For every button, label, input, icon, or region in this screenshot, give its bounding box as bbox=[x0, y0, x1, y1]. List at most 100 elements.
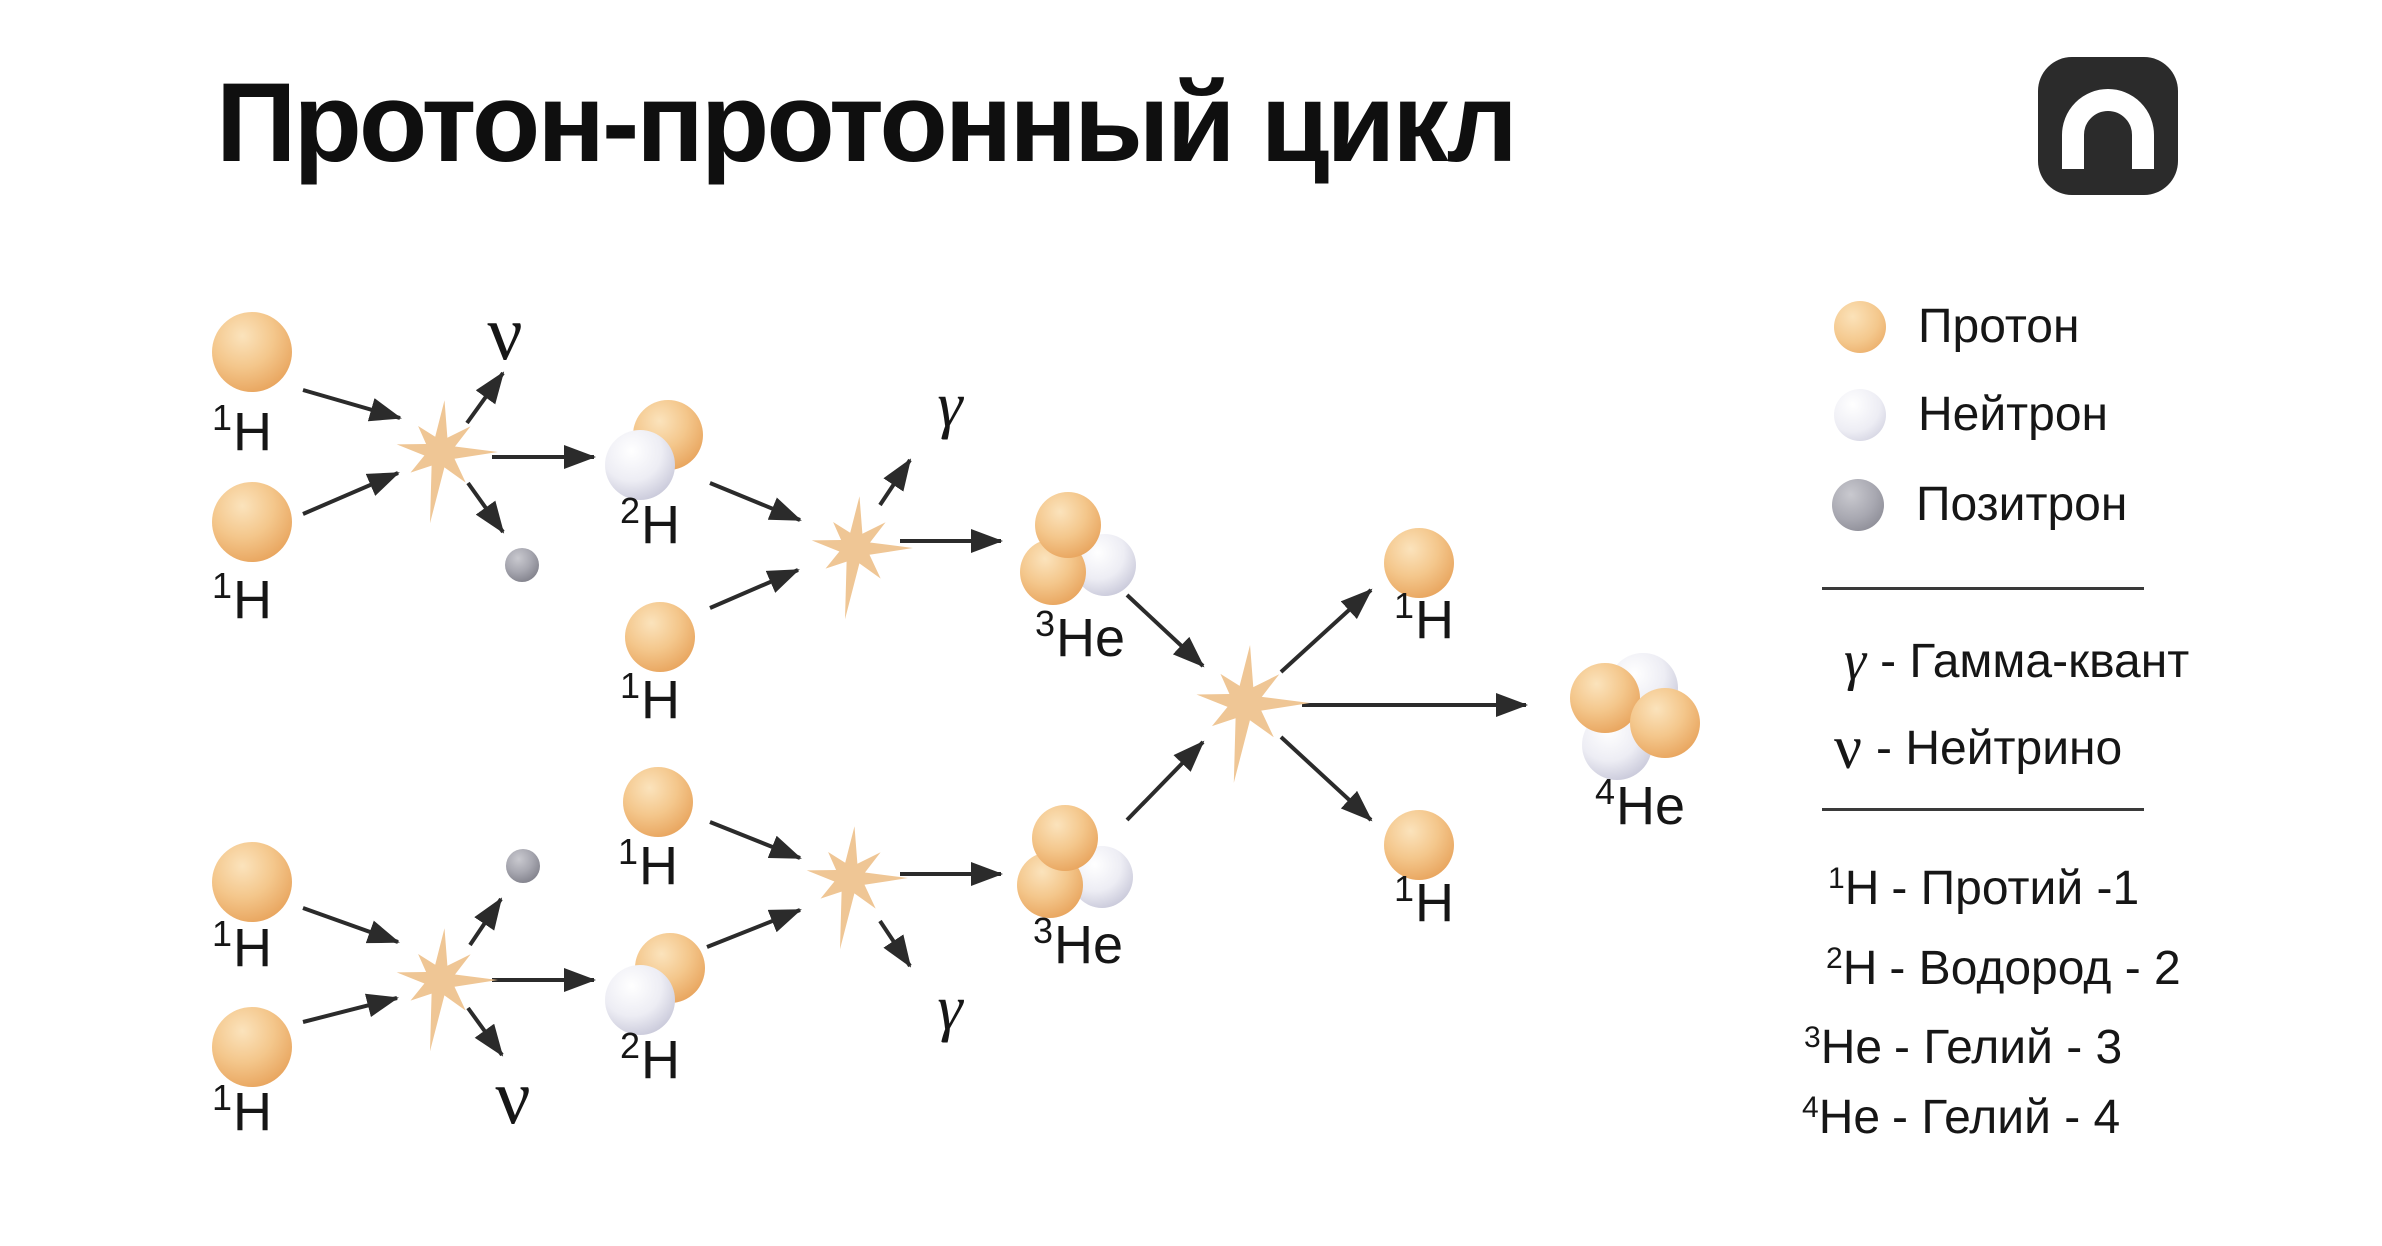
isotope-base: H bbox=[233, 1082, 273, 1142]
legend-item-label: - Гамма-квант bbox=[1880, 634, 2190, 688]
helium3-cluster bbox=[1017, 805, 1133, 918]
isotope-base: H bbox=[639, 836, 679, 896]
legend-item-neutrino: ν - Нейтрино bbox=[1834, 708, 2122, 788]
isotope-sup: 1 bbox=[211, 565, 233, 606]
isotope-sup: 4 bbox=[1802, 1090, 1819, 1124]
arrow bbox=[878, 458, 912, 507]
isotope-sup: 1 bbox=[211, 913, 233, 954]
arrow bbox=[468, 897, 503, 947]
brand-logo bbox=[2038, 57, 2178, 195]
collision-stars bbox=[396, 400, 1310, 1052]
isotope-base: H bbox=[641, 670, 681, 730]
arrow bbox=[302, 388, 402, 422]
label-h1: 1H bbox=[212, 568, 272, 628]
isotope-base: H bbox=[1415, 873, 1455, 933]
label-neutrino: ν bbox=[495, 1058, 530, 1136]
legend-item-label: Протон bbox=[1918, 300, 2080, 353]
isotope-sup: 1 bbox=[1393, 585, 1415, 626]
arrow bbox=[466, 1006, 504, 1057]
isotope-sup: 2 bbox=[619, 1025, 641, 1066]
label-h1: 1H bbox=[212, 400, 273, 462]
legend-item-label: - Нейтрино bbox=[1876, 721, 2123, 775]
gamma-symbol: γ bbox=[937, 369, 963, 440]
n-logo-icon bbox=[2038, 57, 2178, 195]
label-he3: 3He bbox=[1033, 913, 1124, 975]
label-neutrino: ν bbox=[487, 294, 522, 372]
isotope-base: H bbox=[641, 1030, 681, 1090]
arrow bbox=[302, 471, 400, 516]
isotope-sup: 1 bbox=[211, 1077, 233, 1118]
legend-item-positron: Позитрон bbox=[1832, 477, 2127, 532]
positron-ball bbox=[505, 548, 539, 582]
label-h1: 1H bbox=[620, 668, 681, 730]
isotope-sup: 3 bbox=[1804, 1020, 1821, 1054]
deuterium-cluster bbox=[605, 933, 705, 1035]
isotope-sup: 4 bbox=[1594, 771, 1615, 812]
legend-item-gamma: γ - Гамма-квант bbox=[1844, 621, 2189, 701]
proton-ball bbox=[1384, 528, 1454, 598]
isotope-base: He bbox=[1818, 1090, 1881, 1144]
label-h2: 2H bbox=[620, 493, 680, 553]
arrow bbox=[1279, 588, 1373, 674]
label-gamma: γ bbox=[937, 373, 962, 437]
isotope-sup: 2 bbox=[1826, 941, 1843, 975]
label-gamma: γ bbox=[937, 976, 962, 1040]
isotope-symbol: 2H bbox=[1826, 941, 1877, 996]
collision-star-icon bbox=[806, 826, 908, 950]
helium4-cluster bbox=[1570, 653, 1700, 780]
isotope-base: H bbox=[233, 918, 273, 978]
gamma-symbol: γ bbox=[937, 972, 963, 1043]
isotope-sup: 1 bbox=[1828, 861, 1845, 895]
legend-item-deuterium: 2H - Водород - 2 bbox=[1826, 938, 2181, 998]
arrow bbox=[706, 908, 802, 949]
proton-ball bbox=[1032, 805, 1098, 871]
isotope-base: H bbox=[233, 402, 273, 462]
proton-ball-icon bbox=[1834, 300, 1886, 353]
neutrino-symbol: ν bbox=[1834, 713, 1863, 782]
positron-ball bbox=[506, 849, 540, 883]
arrow bbox=[709, 820, 802, 860]
isotope-sup: 1 bbox=[1393, 868, 1415, 909]
isotope-sup: 1 bbox=[617, 831, 639, 872]
proton-ball bbox=[212, 1007, 292, 1087]
legend-item-label: Позитрон bbox=[1916, 478, 2128, 531]
isotope-base: He bbox=[1820, 1020, 1883, 1074]
isotope-sup: 3 bbox=[1032, 910, 1053, 951]
isotope-sup: 1 bbox=[211, 397, 233, 438]
isotope-sup: 2 bbox=[619, 490, 641, 531]
label-he4: 4He bbox=[1595, 774, 1685, 834]
isotope-base: H bbox=[1844, 861, 1880, 915]
collision-star-icon bbox=[1196, 644, 1310, 783]
isotope-base: He bbox=[1054, 915, 1124, 975]
arrow bbox=[878, 919, 912, 968]
legend-item-helium4: 4He - Гелий - 4 bbox=[1802, 1087, 2120, 1147]
isotope-symbol: 1H bbox=[1828, 861, 1879, 916]
isotope-sup: 3 bbox=[1034, 603, 1055, 644]
legend-item-label: Нейтрон bbox=[1918, 388, 2109, 441]
legend-item-label: - Протий -1 bbox=[1891, 861, 2140, 915]
legend-item-helium3: 3He - Гелий - 3 bbox=[1804, 1017, 2122, 1077]
helium3-cluster bbox=[1020, 492, 1136, 605]
legend-item-label: - Гелий - 4 bbox=[1892, 1090, 2121, 1144]
legend-item-protium: 1H - Протий -1 bbox=[1828, 858, 2139, 918]
legend-divider bbox=[1822, 587, 2144, 590]
legend-divider bbox=[1822, 808, 2144, 811]
neutron-ball-icon bbox=[1834, 388, 1886, 441]
neutron-ball bbox=[605, 430, 675, 500]
neutron-ball bbox=[605, 965, 675, 1035]
arrow bbox=[709, 481, 802, 522]
isotope-symbol: 3He bbox=[1804, 1020, 1882, 1075]
logo-arch-glyph bbox=[2062, 89, 2154, 169]
arrow bbox=[302, 906, 400, 944]
legend-item-proton: Протон bbox=[1834, 299, 2079, 354]
label-h1: 1H bbox=[1394, 871, 1455, 933]
proton-ball bbox=[1630, 688, 1700, 758]
positron-ball-icon bbox=[1832, 478, 1884, 531]
arrow bbox=[466, 481, 505, 534]
label-h1: 1H bbox=[212, 916, 273, 978]
reaction-arrows bbox=[302, 371, 1528, 1057]
proton-ball bbox=[212, 482, 292, 562]
isotope-symbol: 4He bbox=[1802, 1090, 1880, 1145]
neutrino-symbol: ν bbox=[495, 1053, 531, 1140]
isotope-base: H bbox=[1415, 590, 1455, 650]
